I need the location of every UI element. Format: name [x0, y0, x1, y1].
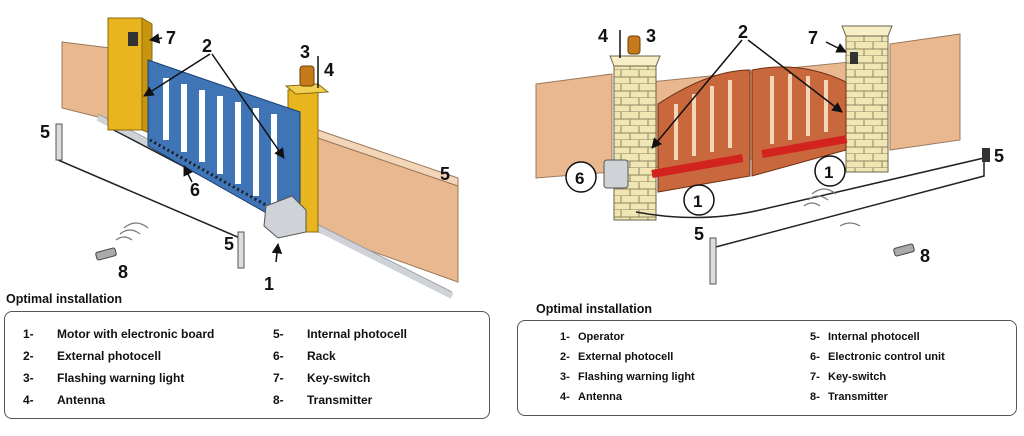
- left-legend-item-4: 4-Antenna: [23, 393, 105, 407]
- callout-1-right-b: 1: [824, 163, 833, 182]
- left-pillar-cap: [609, 55, 661, 67]
- gate-motor: [263, 195, 307, 239]
- left-legend-heading: Optimal installation: [6, 292, 122, 306]
- flashing-light: [299, 65, 315, 87]
- internal-photocell-post-right: [237, 231, 245, 269]
- right-legend-item-4: 4-Antenna: [560, 391, 622, 403]
- right-pillar-cap: [841, 25, 893, 37]
- callout-7-line: [148, 33, 163, 44]
- callout-1: 1: [264, 274, 274, 294]
- right-legend-item-7: 7-Key-switch: [810, 371, 887, 383]
- left-legend-item-1: 1-Motor with electronic board: [23, 327, 215, 341]
- right-legend-item-5: 5-Internal photocell: [810, 331, 920, 343]
- callout-6-line: [183, 165, 193, 183]
- operator-arm-left: [651, 154, 744, 178]
- callout-2-right: 2: [738, 22, 748, 42]
- internal-photocell-right-post: [982, 148, 990, 162]
- right-pillar: [845, 27, 889, 173]
- right-legend-heading: Optimal installation: [536, 302, 652, 316]
- callout-5-right-b: 5: [994, 146, 1004, 166]
- left-legend-item-7: 7-Key-switch: [273, 371, 371, 385]
- internal-photocell-left-post: [709, 237, 717, 285]
- callout-4: 4: [324, 60, 334, 80]
- signal-waves-right: [803, 188, 861, 227]
- left-wall: [535, 73, 613, 179]
- callout-2-right-line-b: [747, 39, 843, 113]
- callout-3-right: 3: [646, 26, 656, 46]
- left-legend-item-8: 8-Transmitter: [273, 393, 373, 407]
- callout-6-circle: [565, 161, 597, 193]
- callout-2-right-line-a: [651, 39, 743, 149]
- callout-7-right: 7: [808, 28, 818, 48]
- left-legend-item-6: 6-Rack: [273, 349, 336, 363]
- callout-4-right: 4: [598, 26, 608, 46]
- left-legend-item-5: 5-Internal photocell: [273, 327, 408, 341]
- left-legend-item-3: 3-Flashing warning light: [23, 371, 185, 385]
- sliding-gate-illustration: 7 2 3 4 5 6 5 5 8 1: [40, 17, 459, 299]
- right-legend-item-1: 1-Operator: [560, 331, 625, 343]
- right-legend-item-8: 8-Transmitter: [810, 391, 888, 403]
- callout-6-right: 6: [575, 169, 584, 188]
- key-switch-right: [850, 52, 858, 64]
- gate-leaf-bars: [674, 74, 828, 160]
- key-switch: [128, 32, 138, 46]
- callout-1-circle-a: [683, 184, 715, 216]
- left-legend-item-2: 2-External photocell: [23, 349, 162, 363]
- callout-2-line-a: [143, 53, 211, 97]
- callout-5-wall: 5: [440, 164, 450, 184]
- callout-5-right-a: 5: [694, 224, 704, 244]
- callout-2: 2: [202, 36, 212, 56]
- callout-8-right: 8: [920, 246, 930, 266]
- right-legend-item-3: 3-Flashing warning light: [560, 371, 695, 383]
- right-wall: [889, 33, 961, 151]
- internal-photocell-post-left: [55, 123, 63, 161]
- callout-7-right-line: [825, 41, 847, 53]
- callout-7: 7: [166, 28, 176, 48]
- left-legend-box: 1-Motor with electronic board 2-External…: [4, 311, 490, 419]
- right-legend-item-2: 2-External photocell: [560, 351, 674, 363]
- signal-waves: [115, 222, 149, 241]
- callout-2-line-b: [211, 53, 285, 159]
- callout-6: 6: [190, 180, 200, 200]
- right-legend-item-6: 6-Electronic control unit: [810, 351, 945, 363]
- callout-1-line: [271, 242, 283, 263]
- callout-1-circle-b: [814, 155, 846, 187]
- swing-gate-illustration: 4 3 2 7 6 1 1 5 5 8: [535, 22, 1004, 285]
- callout-1-right-a: 1: [693, 192, 702, 211]
- gate-bars: [163, 78, 277, 206]
- operator-arm-right: [761, 135, 848, 158]
- left-pillar: [613, 57, 657, 221]
- back-wall: [61, 41, 111, 121]
- transmitter: [95, 247, 117, 261]
- flashing-light-right: [627, 35, 641, 55]
- right-legend-box: 1-Operator 2-External photocell 3-Flashi…: [517, 320, 1017, 416]
- callout-8: 8: [118, 262, 128, 282]
- transmitter-right: [893, 243, 915, 257]
- callout-5-ground: 5: [224, 234, 234, 254]
- electronic-control-unit: [603, 159, 629, 189]
- callout-3: 3: [300, 42, 310, 62]
- callout-5-left: 5: [40, 122, 50, 142]
